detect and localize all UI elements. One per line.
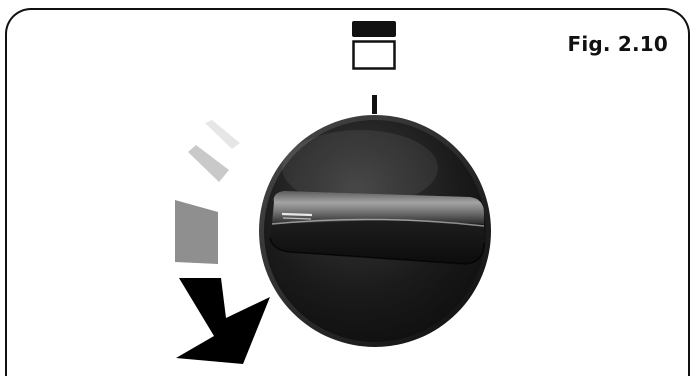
scale-segment-2 xyxy=(188,145,229,182)
scale-segment-1 xyxy=(205,120,240,149)
control-knob-icon xyxy=(259,115,491,347)
top-heating-element-symbol-icon xyxy=(352,21,396,69)
position-marker-icon xyxy=(372,95,377,114)
intensity-scale xyxy=(175,120,240,264)
scale-segment-3 xyxy=(175,200,218,264)
clockwise-rotation-arrow-icon xyxy=(176,278,270,364)
